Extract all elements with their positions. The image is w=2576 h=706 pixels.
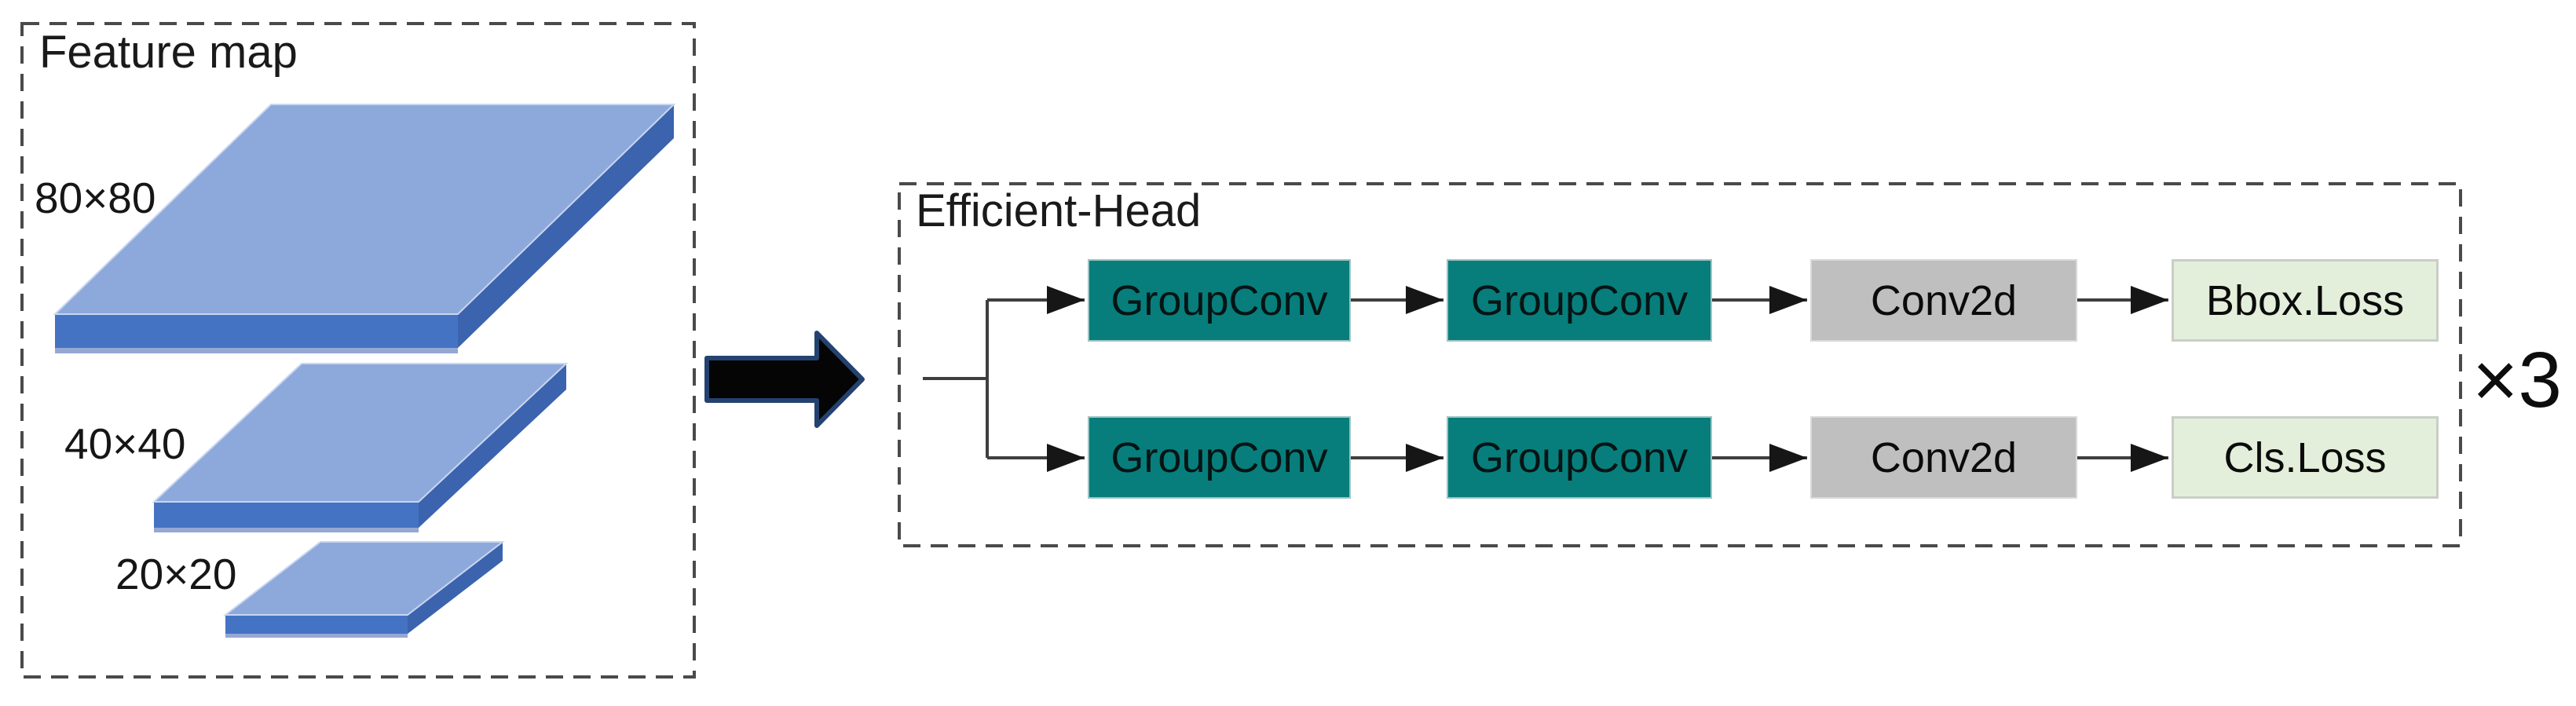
feature-map-panel-title: Feature map: [39, 27, 298, 78]
feature-map-label-20x20: 20×20: [115, 550, 237, 598]
slab-front-face: [225, 615, 408, 634]
conv2d-box-bottom: Conv2d: [1810, 416, 2077, 499]
slab-side-face: [408, 542, 503, 634]
groupconv-box-bottom-2: GroupConv: [1447, 416, 1712, 499]
repeat-times-label: ×3: [2472, 336, 2563, 424]
head-connectors: [923, 286, 2168, 472]
groupconv-box-bottom-1: GroupConv: [1088, 416, 1351, 499]
conv2d-box-top: Conv2d: [1810, 259, 2077, 342]
slab-bottom-highlight: [55, 348, 458, 353]
slab-top-face: [223, 541, 505, 616]
slab-side-face: [458, 104, 674, 348]
slab-front-face: [154, 502, 419, 528]
efficient-head-panel-border: [898, 182, 2462, 547]
flow-arrow: [704, 331, 865, 428]
feature-map-label-40x40: 40×40: [64, 419, 186, 468]
feature-map-panel-border: [20, 22, 696, 679]
feature-map-slab-20x20: [223, 541, 505, 638]
groupconv-box-top-2: GroupConv: [1447, 259, 1712, 342]
slab-top-face: [53, 104, 676, 315]
slab-front-face: [55, 314, 458, 348]
groupconv-box-top-1: GroupConv: [1088, 259, 1351, 342]
slab-side-face: [419, 364, 566, 528]
feature-map-label-80x80: 80×80: [35, 174, 156, 222]
bbox-loss-box: Bbox.Loss: [2172, 259, 2439, 342]
feature-map-slab-80x80: [53, 104, 676, 353]
slab-top-face: [152, 363, 569, 503]
feature-map-slab-40x40: [152, 363, 569, 532]
cls-loss-box: Cls.Loss: [2172, 416, 2439, 499]
slab-bottom-highlight: [225, 634, 408, 638]
efficient-head-panel-title: Efficient-Head: [916, 185, 1202, 236]
slab-bottom-highlight: [154, 528, 419, 532]
